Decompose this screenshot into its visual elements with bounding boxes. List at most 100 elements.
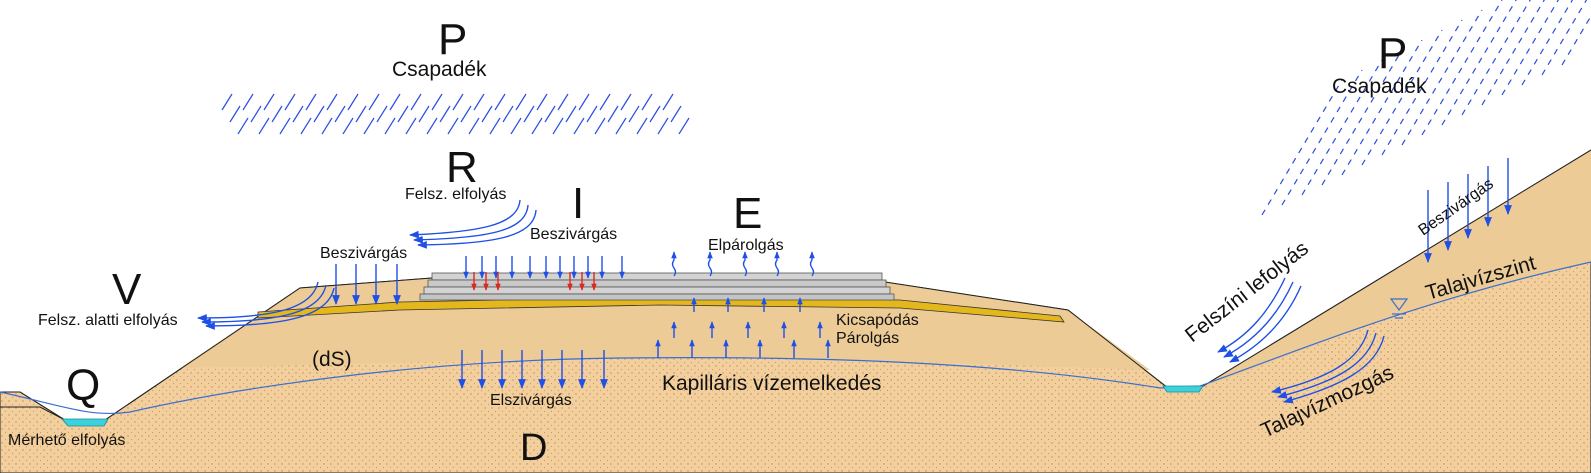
rain-streak — [1361, 29, 1443, 166]
rain-streak — [573, 117, 585, 135]
pavement-layer-1 — [431, 272, 883, 281]
flow-arrow — [1217, 277, 1286, 353]
left-water — [61, 418, 109, 427]
left-channel-outline — [0, 406, 66, 421]
rain-streak — [405, 117, 417, 135]
rain-streak — [510, 117, 522, 135]
rain-streak — [599, 93, 611, 111]
rain-streak — [1541, 0, 1588, 76]
rain-streak — [515, 93, 527, 111]
water-table-symbol — [1389, 298, 1409, 319]
rain-streak — [531, 117, 543, 135]
arrows — [197, 158, 1512, 404]
surface-runoff-text: Felszíni lefolyás — [1181, 237, 1313, 347]
rain-streak — [1281, 69, 1363, 206]
rain-streak — [1481, 0, 1545, 106]
pavement-layer-3 — [423, 286, 891, 295]
rain-streak — [321, 117, 333, 135]
terrain — [0, 149, 1591, 473]
rain-right — [1261, 0, 1591, 216]
rain-streak — [620, 93, 632, 111]
rain-streak — [502, 105, 514, 123]
rain-streak — [552, 117, 564, 135]
rain-streak — [229, 105, 241, 123]
condensation-text: Kicsapódás — [836, 312, 919, 329]
flow-arrow — [413, 204, 529, 244]
rain-streak — [384, 117, 396, 135]
d-symbol: D — [520, 427, 547, 469]
rain-streak — [586, 105, 598, 123]
flow-arrow — [201, 284, 327, 326]
rain-streak — [544, 105, 556, 123]
rain-streak — [355, 105, 367, 123]
rain-streak — [431, 93, 443, 111]
rain-streak — [389, 93, 401, 111]
rain-streak — [557, 93, 569, 111]
p-left-text: Csapadék — [392, 58, 487, 81]
rain-streak — [1321, 49, 1403, 186]
capillary-text: Kapilláris vízemelkedés — [662, 372, 881, 395]
flow-arrow — [1271, 329, 1369, 394]
rain-streak — [628, 105, 640, 123]
q-text: Mérhető elfolyás — [8, 432, 125, 449]
rain-streak — [447, 117, 459, 135]
water-table-line — [0, 261, 1591, 415]
rain-streak — [250, 105, 262, 123]
flow-arrow — [707, 251, 713, 277]
rain-streak — [657, 117, 669, 135]
rain-streak — [473, 93, 485, 111]
flow-arrow — [1223, 281, 1294, 358]
p-left-symbol: P — [438, 15, 467, 64]
rain-left — [221, 93, 690, 135]
rain-streak — [418, 105, 430, 123]
rain-streak — [1341, 39, 1423, 176]
p-right-text: Csapadék — [1332, 75, 1427, 98]
rain-streak — [334, 105, 346, 123]
rain-streak — [1421, 0, 1503, 136]
rain-streak — [426, 117, 438, 135]
rain-streak — [578, 93, 590, 111]
rain-streak — [662, 93, 674, 111]
pavement — [419, 272, 895, 301]
rain-streak — [649, 105, 661, 123]
flow-arrow — [809, 251, 815, 277]
rain-streak — [284, 93, 296, 111]
rain-streak — [594, 117, 606, 135]
rain-streak — [1521, 0, 1574, 86]
e-text: Elpárolgás — [708, 237, 784, 254]
rain-streak — [313, 105, 325, 123]
rain-streak — [641, 93, 653, 111]
rain-streak — [258, 117, 270, 135]
rain-streak — [607, 105, 619, 123]
rain-streak — [494, 93, 506, 111]
rain-streak — [305, 93, 317, 111]
flow-arrow — [417, 209, 537, 249]
rain-streak — [468, 117, 480, 135]
flow-arrow — [205, 287, 335, 330]
rain-streak — [300, 117, 312, 135]
ds-text: (dS) — [312, 348, 352, 371]
pavement-layer-2 — [427, 279, 887, 288]
flow-arrow — [742, 251, 748, 277]
flow-arrow — [409, 199, 521, 239]
flow-arrow — [1229, 285, 1302, 363]
flow-arrow — [1277, 332, 1377, 399]
rain-streak — [523, 105, 535, 123]
pavement-layer-4 — [419, 293, 895, 301]
q-symbol: Q — [66, 361, 100, 410]
rain-streak — [636, 117, 648, 135]
rain-streak — [368, 93, 380, 111]
rain-streak — [670, 105, 682, 123]
rain-streak — [1561, 14, 1591, 66]
right-water — [1162, 385, 1204, 393]
p-right-symbol: P — [1378, 29, 1407, 78]
rain-streak — [1261, 79, 1343, 216]
rain-streak — [452, 93, 464, 111]
percolation-text: Elszivárgás — [490, 392, 572, 409]
rain-streak — [292, 105, 304, 123]
flow-arrow — [1283, 335, 1385, 404]
rain-streak — [565, 105, 577, 123]
rain-streak — [242, 93, 254, 111]
rain-streak — [678, 117, 690, 135]
